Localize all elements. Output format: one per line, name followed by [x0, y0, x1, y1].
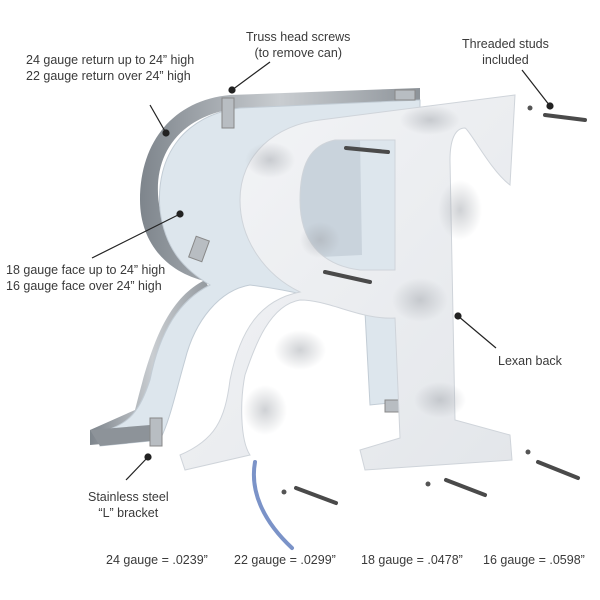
gauge-16: 16 gauge = .0598”: [483, 553, 585, 567]
bracket-top: [221, 97, 235, 129]
l-bracket-label: Stainless steel “L” bracket: [88, 490, 169, 520]
bracket-mid: [188, 235, 210, 263]
stud-6: [294, 486, 338, 505]
gauge-18: 18 gauge = .0478”: [361, 553, 463, 567]
leader-lines: [91, 61, 554, 481]
lexan-back-label: Lexan back: [498, 354, 562, 368]
stud-1: [344, 146, 390, 154]
power-wire: [251, 460, 294, 550]
face-gauge-label: 18 gauge face up to 24” high 16 gauge fa…: [6, 263, 166, 293]
gauge-22: 22 gauge = .0299”: [234, 553, 336, 567]
stud-2: [323, 270, 372, 284]
lexan-panel: [179, 94, 516, 471]
stud-3: [543, 113, 587, 122]
threaded-studs: [294, 113, 587, 505]
stud-5: [444, 478, 487, 497]
lexan-back: [179, 94, 516, 471]
bracket-top-right: [394, 89, 416, 101]
threaded-studs-label: Threaded studs included: [462, 37, 549, 67]
stud-4: [536, 460, 580, 480]
can-base: [90, 425, 160, 446]
stud-nuts: [281, 105, 533, 495]
return-gauge-label: 24 gauge return up to 24” high 22 gauge …: [26, 53, 195, 83]
truss-screws-label: Truss head screws (to remove can): [246, 30, 351, 60]
bracket-bottom: [149, 417, 163, 447]
return-bowl: [140, 88, 420, 282]
gauge-24: 24 gauge = .0239”: [106, 553, 208, 567]
